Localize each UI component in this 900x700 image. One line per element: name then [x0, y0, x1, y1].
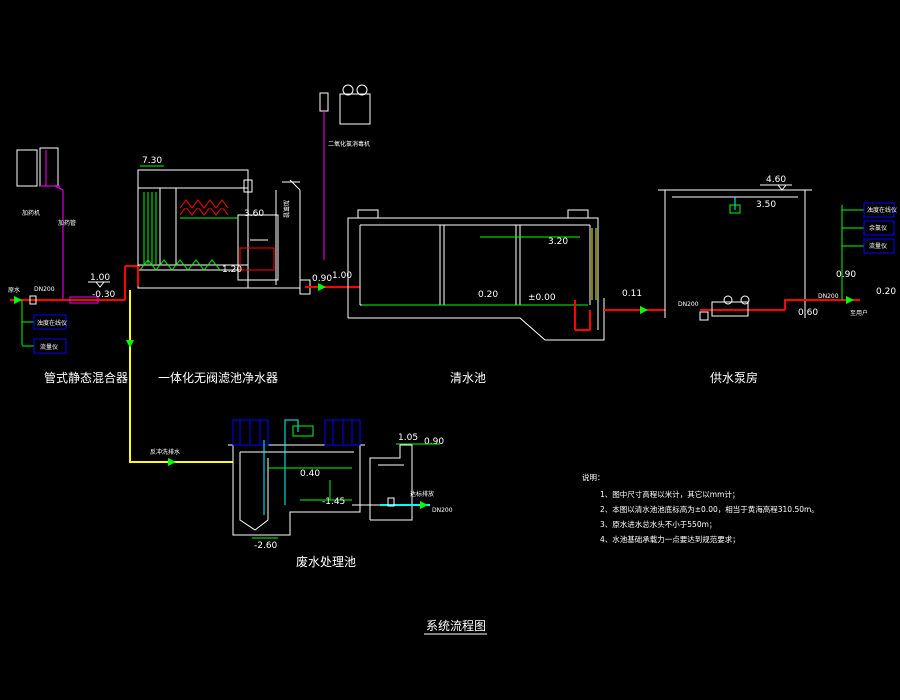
svg-text:浊度在线仪: 浊度在线仪 [37, 319, 67, 327]
doser-valve-text: 加药管 [58, 219, 76, 227]
note-item-4: 4、水池基础承载力一点要达到规范要求； [600, 534, 740, 544]
chlorine-pipe-text: 加氯管 [282, 200, 290, 218]
elev-7-30: 7.30 [142, 156, 162, 166]
elev-4-60: 4.60 [766, 175, 786, 185]
pump-house-hoist [729, 197, 741, 214]
svg-text:流量仪: 流量仪 [869, 242, 887, 250]
pipe-dn200-b: DN200 [678, 301, 699, 308]
diagram-title: 系统流程图 [426, 618, 486, 633]
pipe-dn200-d: DN200 [432, 507, 453, 514]
label-purifier: 一体化无阀滤池净水器 [158, 371, 278, 385]
elev-1-20: 1.20 [222, 265, 242, 275]
elev-0-11: 0.11 [622, 289, 642, 299]
label-pump-house: 供水泵房 [710, 370, 758, 385]
elev-1-05: 1.05 [398, 433, 418, 443]
chlorine-dioxide-machine [319, 84, 371, 125]
sludge-arrow-icon [126, 340, 134, 348]
outlet-arrow-icon [420, 501, 428, 509]
svg-text:反冲洗排水: 反冲洗排水 [150, 448, 180, 456]
overflow-chamber [369, 444, 413, 521]
dosing-machine [16, 147, 64, 300]
flow-arrow-icon [318, 283, 326, 291]
clear-pool-ladder [591, 228, 597, 300]
elev-1-00-b: 1.00 [332, 271, 352, 281]
pump-house-pipework [699, 295, 785, 321]
note-item-3: 3、原水进水总水头不小于550m； [600, 519, 716, 529]
elev-0-90-c: 0.90 [424, 437, 444, 447]
elev-neg-0-30: -0.30 [92, 290, 116, 300]
elev-0-00: ±0.00 [528, 293, 556, 303]
raw-water-arrow-icon [14, 296, 22, 304]
elev-neg-1-45: -1.45 [322, 497, 345, 507]
elev-3-60: 3.60 [244, 209, 264, 219]
svg-text:流量仪: 流量仪 [40, 343, 58, 351]
waste-pool-pump [263, 419, 314, 515]
raw-flow-meter [33, 338, 67, 354]
chlorine-machine-label: 二氧化氯消毒机 [328, 140, 370, 148]
waste-pool-railing [232, 419, 361, 446]
elev-0-20-a: 0.20 [478, 290, 498, 300]
purifier-bottom-cones [139, 259, 221, 271]
note-item-2: 2、本图以清水池池底标高为±0.00，相当于黄海高程310.50m。 [600, 504, 819, 514]
elev-1-00-a: 1.00 [90, 273, 110, 283]
elev-0-20-b: 0.20 [876, 287, 896, 297]
overflow-outlet [380, 497, 430, 509]
elev-0-60: 0.60 [798, 308, 818, 318]
note-item-1: 1、图中尺寸高程以米计，其它以mm计； [600, 489, 739, 499]
sludge-arrow-icon [168, 458, 176, 466]
elev-3-50: 3.50 [756, 200, 776, 210]
flow-arrow-icon [640, 306, 648, 314]
label-mixer: 管式静态混合器 [44, 370, 128, 385]
label-clear-pool: 清水池 [450, 371, 486, 385]
pipe-dn200-a: DN200 [34, 286, 55, 293]
purifier-filter-media [179, 199, 229, 216]
elev-0-90-b: 0.90 [836, 270, 856, 280]
svg-text:达标排放: 达标排放 [410, 490, 434, 498]
pipe-dn200-c: DN200 [818, 293, 839, 300]
notes-block: 说明： 1、图中尺寸高程以米计，其它以mm计； 2、本图以清水池池底标高为±0.… [582, 472, 819, 544]
svg-text:浊度在线仪: 浊度在线仪 [867, 206, 897, 214]
elev-neg-2-60: -2.60 [254, 541, 278, 551]
raw-water-inlet: 浊度在线仪 流量仪 [10, 265, 140, 354]
pump-house-instruments [841, 202, 895, 300]
doser-label: 加药机 [22, 209, 40, 217]
elev-0-90-a: 0.90 [312, 274, 332, 284]
svg-text:余氯仪: 余氯仪 [869, 224, 887, 232]
label-waste-pool: 废水处理池 [296, 554, 356, 569]
raw-turbidity-meter [33, 314, 67, 330]
notes-heading: 说明： [582, 472, 605, 482]
purifier-green-tubes [143, 192, 238, 264]
elev-3-20: 3.20 [548, 237, 568, 247]
to-users-arrow-icon [846, 296, 854, 304]
raw-water-label: 原水 [8, 286, 20, 294]
to-users-label: 至用户 [850, 309, 868, 317]
elev-0-40: 0.40 [300, 469, 320, 479]
purifier-internal-pipe [239, 239, 275, 271]
